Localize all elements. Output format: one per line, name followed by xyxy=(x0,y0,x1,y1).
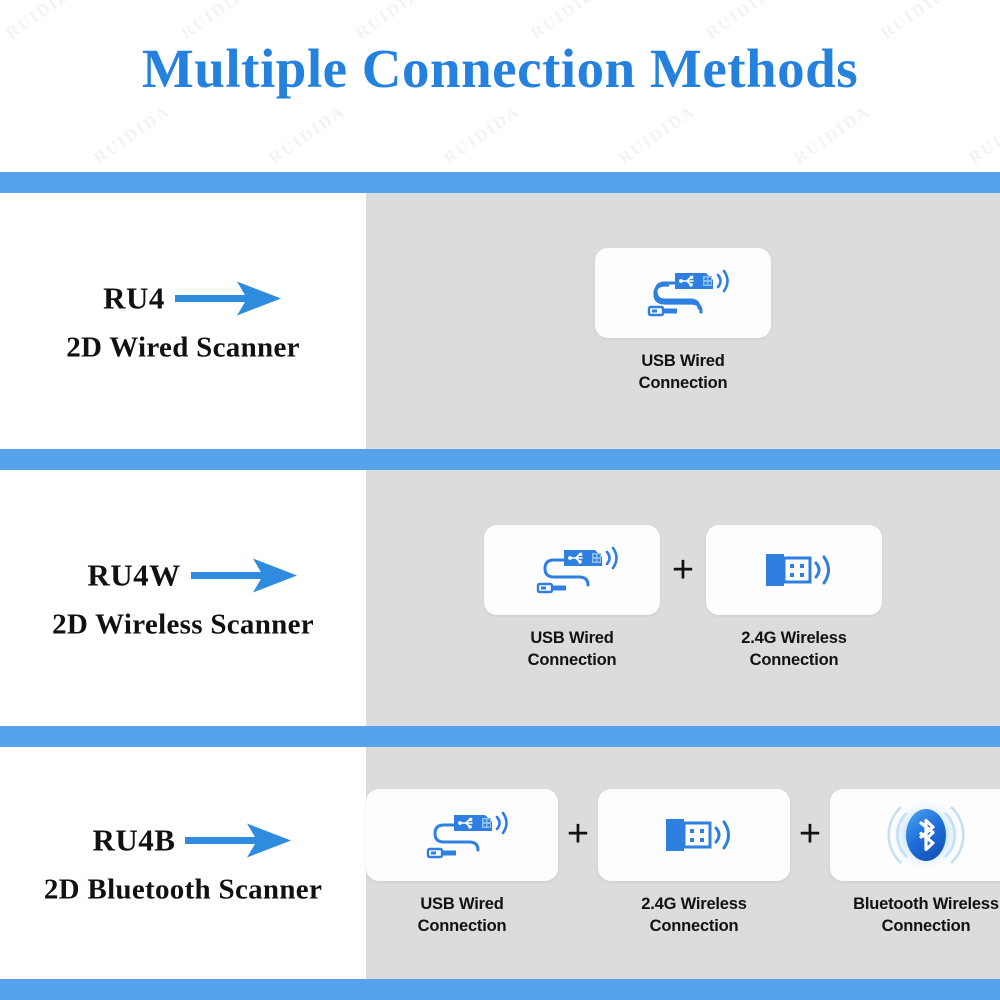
method-card-usb-wired[interactable]: USB Wired Connection xyxy=(366,788,558,938)
product-row-ru4b: RU4B 2D Bluetooth Scanner xyxy=(0,747,1000,979)
product-row-ru4: RU4 2D Wired Scanner xyxy=(0,193,1000,449)
usb-dongle-icon xyxy=(666,818,730,851)
label-line-2: Connection xyxy=(649,917,739,935)
model-name: RU4W xyxy=(87,557,181,593)
card-label-bluetooth: Bluetooth Wireless Connection xyxy=(853,893,999,938)
row-1-model-line: RU4 xyxy=(0,278,366,320)
card-24g-wireless[interactable] xyxy=(706,524,882,615)
card-bluetooth[interactable] xyxy=(830,788,1000,881)
row-3-left-pane: RU4B 2D Bluetooth Scanner xyxy=(0,747,366,979)
method-card-bluetooth[interactable]: Bluetooth Wireless Connection xyxy=(830,788,1000,938)
scanner-name: 2D Wireless Scanner xyxy=(52,608,314,641)
arrow-right-icon xyxy=(174,281,281,316)
divider-bar-2 xyxy=(0,726,1000,747)
title-bar: Multiple Connection Methods xyxy=(0,0,1000,172)
row-2-model-line: RU4W xyxy=(0,555,366,597)
usb-dongle-icon xyxy=(766,553,830,586)
label-line-1: Bluetooth Wireless xyxy=(853,894,999,913)
scanner-name: 2D Bluetooth Scanner xyxy=(43,873,323,906)
row-3-right-pane: USB Wired Connection + xyxy=(366,747,1000,979)
label-line-2: Connection xyxy=(417,917,507,935)
row-2-right-pane: USB Wired Connection + xyxy=(366,470,1000,726)
method-card-usb-wired[interactable]: USB Wired Connection xyxy=(484,524,660,672)
usb-cable-icon xyxy=(647,269,729,316)
row-1-right-pane: USB Wired Connection xyxy=(366,193,1000,449)
label-line-2: Connection xyxy=(638,374,728,392)
row-2-methods: USB Wired Connection + xyxy=(484,524,882,672)
row-1-left-pane: RU4 2D Wired Scanner xyxy=(0,193,366,449)
card-label-usb-wired: USB Wired Connection xyxy=(418,893,507,938)
usb-cable-icon xyxy=(536,546,618,593)
label-line-1: 2.4G Wireless xyxy=(741,628,847,647)
row-3-model-line: RU4B xyxy=(0,820,366,862)
arrow-right-icon xyxy=(190,558,297,593)
card-24g-wireless[interactable] xyxy=(598,788,790,881)
page-title: Multiple Connection Methods xyxy=(141,37,859,99)
label-line-2: Connection xyxy=(881,917,971,935)
label-line-1: 2.4G Wireless xyxy=(641,894,747,913)
bluetooth-icon xyxy=(887,796,965,873)
card-label-24g-wireless: 2.4G Wireless Connection xyxy=(741,627,847,672)
method-card-24g-wireless[interactable]: 2.4G Wireless Connection xyxy=(706,524,882,672)
product-row-ru4w: RU4W 2D Wireless Scanner xyxy=(0,470,1000,726)
label-line-1: USB Wired xyxy=(530,628,614,647)
model-name: RU4B xyxy=(92,822,176,858)
row-2-left-pane: RU4W 2D Wireless Scanner xyxy=(0,470,366,726)
method-card-usb-wired[interactable]: USB Wired Connection xyxy=(595,247,771,395)
card-usb-wired[interactable] xyxy=(366,788,558,881)
card-usb-wired[interactable] xyxy=(484,524,660,615)
method-card-24g-wireless[interactable]: 2.4G Wireless Connection xyxy=(598,788,790,938)
divider-bar-bottom xyxy=(0,979,1000,1000)
divider-bar-top xyxy=(0,172,1000,193)
label-line-2: Connection xyxy=(527,651,617,669)
row-3-methods: USB Wired Connection + xyxy=(366,788,1000,938)
label-line-1: USB Wired xyxy=(641,351,725,370)
row-1-methods: USB Wired Connection xyxy=(595,247,771,395)
label-line-2: Connection xyxy=(749,651,839,669)
plus-separator: + xyxy=(566,812,590,855)
label-line-1: USB Wired xyxy=(420,894,504,913)
model-name: RU4 xyxy=(103,280,165,316)
divider-bar-1 xyxy=(0,449,1000,470)
scanner-name: 2D Wired Scanner xyxy=(66,331,300,364)
usb-cable-icon xyxy=(426,811,508,858)
plus-separator: + xyxy=(798,812,822,855)
card-usb-wired[interactable] xyxy=(595,247,771,338)
arrow-right-icon xyxy=(185,823,292,858)
card-label-usb-wired: USB Wired Connection xyxy=(639,350,728,395)
card-label-24g-wireless: 2.4G Wireless Connection xyxy=(641,893,747,938)
plus-separator: + xyxy=(671,548,695,591)
card-label-usb-wired: USB Wired Connection xyxy=(528,627,617,672)
